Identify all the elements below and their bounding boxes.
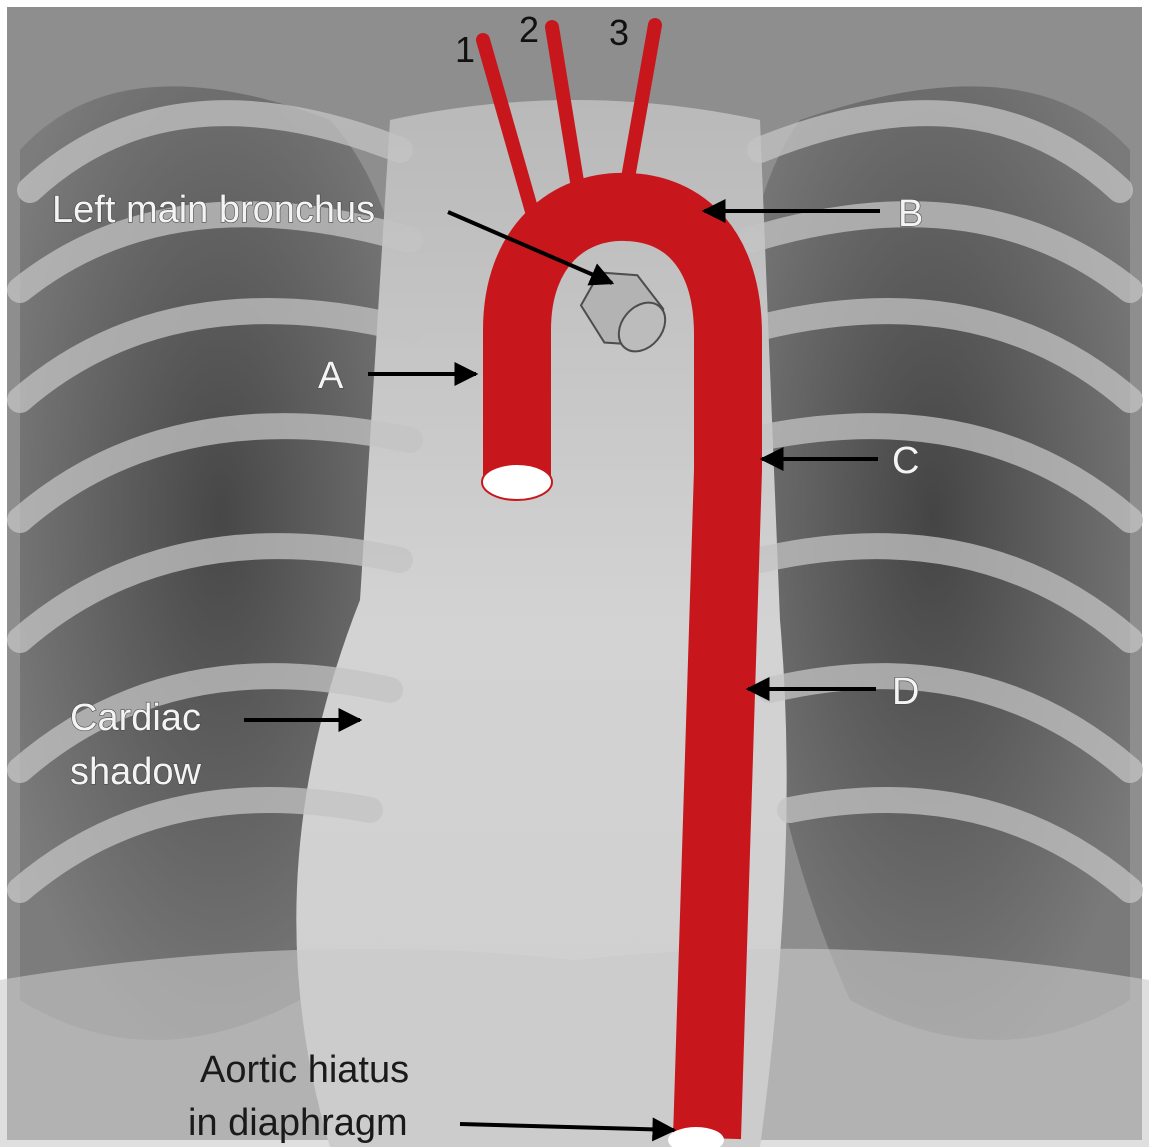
left-main-bronchus-label: Left main bronchus bbox=[52, 189, 375, 231]
label-a: A bbox=[318, 355, 344, 397]
branch-label-2: 2 bbox=[519, 9, 539, 50]
lower-soft-tissue bbox=[0, 949, 1149, 1147]
ascending-aorta-opening bbox=[482, 464, 552, 500]
branch-label-3: 3 bbox=[609, 12, 629, 53]
branch-label-1: 1 bbox=[455, 29, 475, 70]
label-d: D bbox=[892, 671, 919, 713]
label-c: C bbox=[892, 440, 919, 482]
cardiac-shadow-label-line2: shadow bbox=[70, 751, 202, 793]
label-b: B bbox=[898, 193, 923, 235]
aortic-hiatus-label-line2: in diaphragm bbox=[188, 1102, 408, 1144]
cardiac-shadow-label-line1: Cardiac bbox=[70, 697, 201, 739]
aortic-hiatus-label-line1: Aortic hiatus bbox=[200, 1049, 409, 1091]
